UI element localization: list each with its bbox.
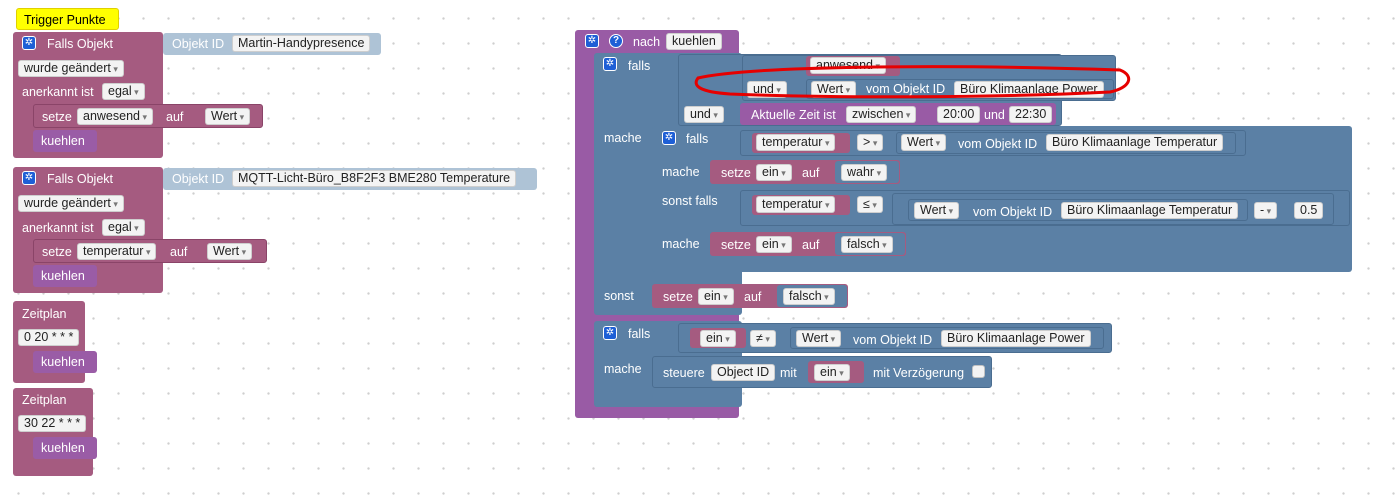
delay-checkbox[interactable] xyxy=(972,365,985,378)
und-dropdown[interactable]: und xyxy=(684,106,724,123)
gear-icon[interactable]: ✲ xyxy=(662,131,676,145)
obj-power-field[interactable]: Büro Klimaanlage Power xyxy=(941,330,1091,347)
zwischen-dropdown[interactable]: zwischen xyxy=(846,106,917,123)
vom-objekt-label: vom Objekt ID xyxy=(866,82,946,96)
vom-objekt-label: vom Objekt ID xyxy=(958,137,1038,151)
temperatur-dropdown[interactable]: temperatur xyxy=(756,134,836,151)
ack-label: anerkannt ist xyxy=(22,221,94,235)
cron-field[interactable]: 0 20 * * * xyxy=(18,329,80,346)
temperatur-dropdown[interactable]: temperatur xyxy=(756,196,836,213)
auf-label: auf xyxy=(170,245,188,259)
wert-dropdown[interactable]: Wert xyxy=(901,134,947,151)
schedule-label: Zeitplan xyxy=(22,393,67,407)
aktuelle-zeit-label: Aktuelle Zeit ist xyxy=(751,108,836,122)
call-label: kuehlen xyxy=(41,269,85,283)
vom-objekt-label: vom Objekt ID xyxy=(973,205,1053,219)
set-label: setze xyxy=(42,245,72,259)
gear-icon[interactable]: ✲ xyxy=(22,36,36,50)
schedule-block-2[interactable] xyxy=(13,388,93,476)
mit-label: mit xyxy=(780,366,797,380)
time-from-field[interactable]: 20:00 xyxy=(937,106,981,123)
auf-label: auf xyxy=(802,166,820,180)
auf-label: auf xyxy=(802,238,820,252)
vom-objekt-label: vom Objekt ID xyxy=(853,333,933,347)
number-field[interactable]: 0.5 xyxy=(1294,202,1324,219)
wert-dropdown[interactable]: Wert xyxy=(796,330,842,347)
object-id-field[interactable]: Object ID xyxy=(711,364,776,381)
help-icon[interactable]: ? xyxy=(609,34,623,48)
gear-icon[interactable]: ✲ xyxy=(585,34,599,48)
call-label: kuehlen xyxy=(41,134,85,148)
ack-dropdown[interactable]: egal xyxy=(102,219,145,236)
var-dropdown[interactable]: temperatur xyxy=(77,243,157,260)
objid-value[interactable]: MQTT-Licht-Büro_B8F2F3 BME280 Temperatur… xyxy=(232,170,517,187)
changed-dropdown[interactable]: wurde geändert xyxy=(18,195,124,212)
delay-label: mit Verzögerung xyxy=(873,366,965,380)
trigger-label: Falls Objekt xyxy=(47,172,113,186)
var-dropdown[interactable]: anwesend xyxy=(77,108,154,125)
call-block[interactable] xyxy=(33,351,97,373)
comment-text: Trigger Punkte xyxy=(24,13,106,27)
value-dropdown[interactable]: Wert xyxy=(205,108,251,125)
obj-temp-field[interactable]: Büro Klimaanlage Temperatur xyxy=(1061,202,1239,219)
objid-value[interactable]: Martin-Handypresence xyxy=(232,35,371,52)
proc-name-field[interactable]: kuehlen xyxy=(666,33,722,50)
ack-dropdown[interactable]: egal xyxy=(102,83,145,100)
proc-nach-label: nach xyxy=(633,35,661,49)
falls-label: falls xyxy=(686,132,709,146)
call-block[interactable] xyxy=(33,437,97,459)
gear-icon[interactable]: ✲ xyxy=(22,171,36,185)
comment-box[interactable]: Trigger Punkte xyxy=(16,8,119,30)
gear-icon[interactable]: ✲ xyxy=(603,326,617,340)
ein-dropdown[interactable]: ein xyxy=(756,236,792,253)
set-label: setze xyxy=(663,290,693,304)
call-block[interactable] xyxy=(33,130,97,152)
set-label: setze xyxy=(42,110,72,124)
sonst-falls-label: sonst falls xyxy=(662,194,718,208)
ein-dropdown[interactable]: ein xyxy=(700,330,736,347)
mache-label: mache xyxy=(662,165,700,179)
op-le-dropdown[interactable]: ≤ xyxy=(857,196,883,213)
trigger-label: Falls Objekt xyxy=(47,37,113,51)
changed-dropdown[interactable]: wurde geändert xyxy=(18,60,124,77)
objid-label: Objekt ID xyxy=(172,37,225,51)
ein-dropdown[interactable]: ein xyxy=(814,364,850,381)
cron-field[interactable]: 30 22 * * * xyxy=(18,415,87,432)
schedule-label: Zeitplan xyxy=(22,307,67,321)
ack-label: anerkannt ist xyxy=(22,85,94,99)
falls-label: falls xyxy=(628,327,651,341)
wahr-dropdown[interactable]: wahr xyxy=(841,164,888,181)
auf-label: auf xyxy=(166,110,184,124)
falls-label: falls xyxy=(628,59,651,73)
steuere-label: steuere xyxy=(663,366,705,380)
sonst-label: sonst xyxy=(604,289,634,303)
falsch-dropdown[interactable]: falsch xyxy=(783,288,835,305)
wert-dropdown[interactable]: Wert xyxy=(914,202,960,219)
obj-temp-field[interactable]: Büro Klimaanlage Temperatur xyxy=(1046,134,1224,151)
value-dropdown[interactable]: Wert xyxy=(207,243,253,260)
call-block[interactable] xyxy=(33,265,97,287)
objid-label: Objekt ID xyxy=(172,172,225,186)
auf-label: auf xyxy=(744,290,762,304)
set-label: setze xyxy=(721,238,751,252)
mache-label: mache xyxy=(604,362,642,376)
ein-dropdown[interactable]: ein xyxy=(756,164,792,181)
set-label: setze xyxy=(721,166,751,180)
call-label: kuehlen xyxy=(41,355,85,369)
mache-label: mache xyxy=(604,131,642,145)
minus-dropdown[interactable]: - xyxy=(1254,202,1278,219)
op-ne-dropdown[interactable]: ≠ xyxy=(750,330,776,347)
und-label: und xyxy=(984,108,1005,122)
mache-label: mache xyxy=(662,237,700,251)
call-label: kuehlen xyxy=(41,441,85,455)
falsch-dropdown[interactable]: falsch xyxy=(841,236,893,253)
time-to-field[interactable]: 22:30 xyxy=(1009,106,1053,123)
op-gt-dropdown[interactable]: > xyxy=(857,134,884,151)
ein-dropdown[interactable]: ein xyxy=(698,288,734,305)
annotation-ellipse xyxy=(694,65,1131,99)
gear-icon[interactable]: ✲ xyxy=(603,57,617,71)
